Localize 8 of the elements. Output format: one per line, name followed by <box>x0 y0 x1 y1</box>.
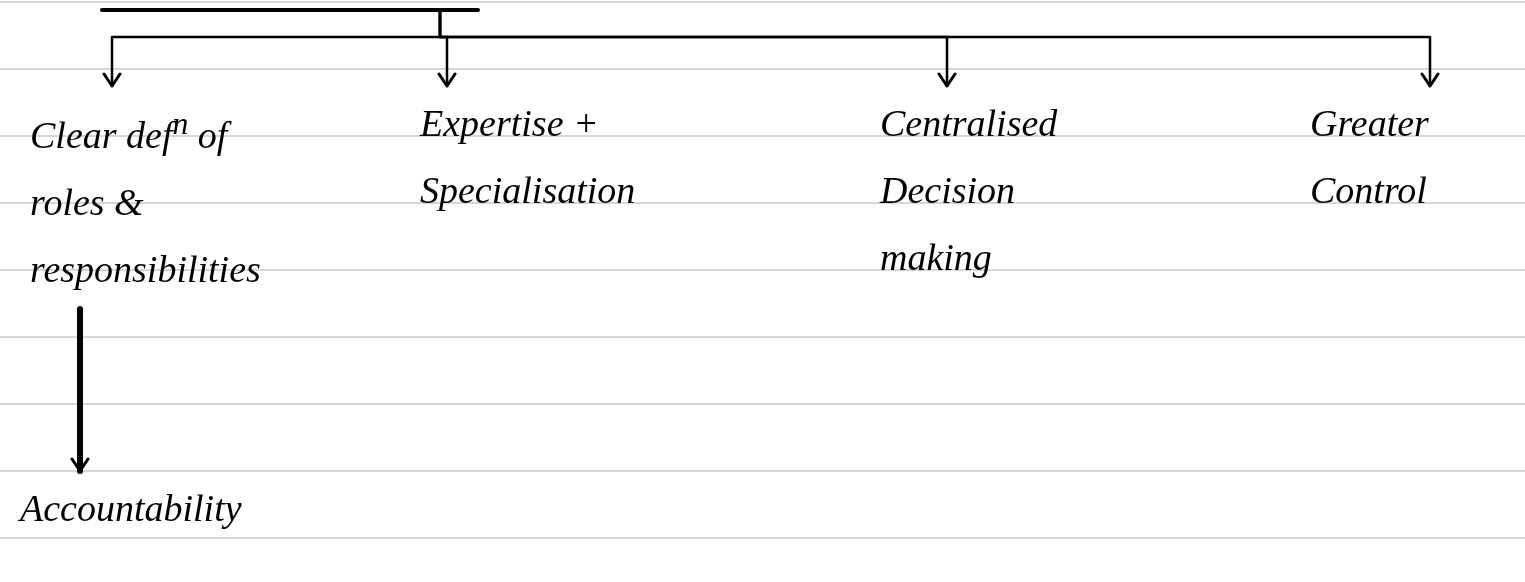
note-text: Accountability <box>20 475 280 542</box>
arrow <box>438 10 1440 88</box>
arrow <box>70 306 90 474</box>
underline-bar <box>100 8 480 12</box>
note-text: Greater Control <box>1310 90 1490 224</box>
note-text: Clear def$^{n}$ of roles & responsibilities <box>30 90 280 303</box>
note-text: Centralised Decision making <box>880 90 1120 291</box>
note-text: Expertise + Specialisation <box>420 90 680 224</box>
